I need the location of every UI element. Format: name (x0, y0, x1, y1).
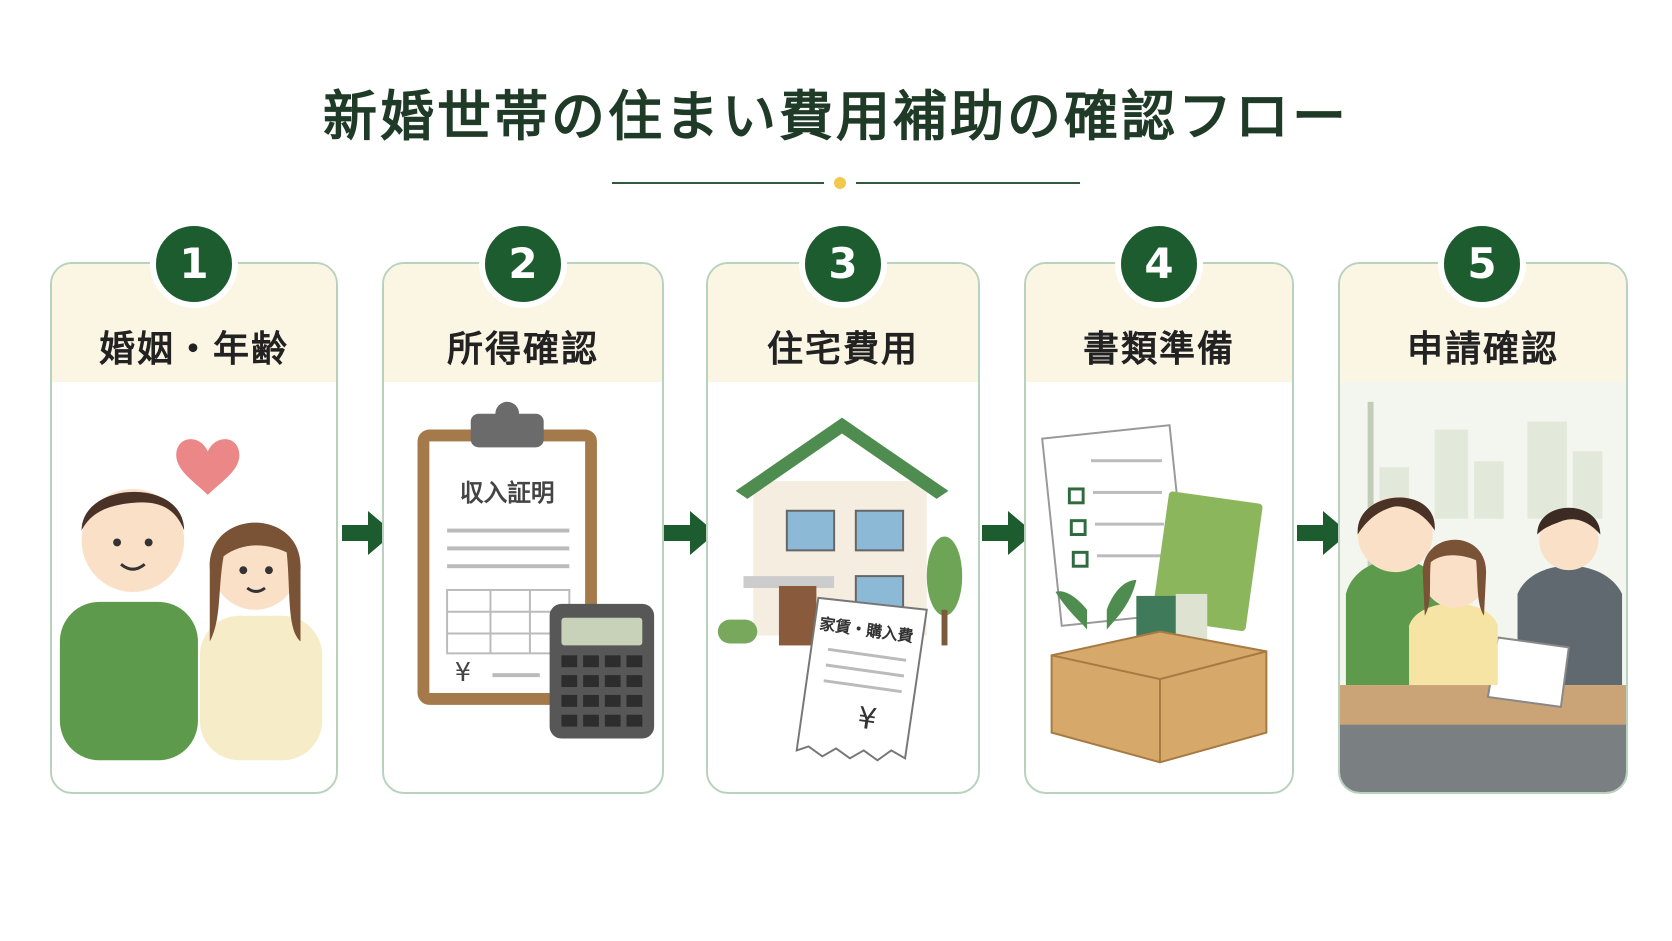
step-card-2: 所得確認 収入証明 ¥ (382, 262, 664, 794)
documents-illustration (1026, 382, 1292, 792)
yen-icon: ¥ (855, 700, 878, 737)
step-badge-4: 4 (1115, 220, 1203, 308)
title-divider-right (856, 182, 1080, 184)
title-divider-left (612, 182, 824, 184)
step-badge-3: 3 (799, 220, 887, 308)
step-title: 住宅費用 (766, 329, 919, 370)
house-icon (735, 417, 949, 499)
clipboard-illustration: 収入証明 ¥ (384, 382, 662, 792)
step-card-5: 申請確認 (1338, 262, 1628, 794)
step-card-3: 住宅費用 家賃・購入費 ¥ (706, 262, 980, 794)
step-card-4: 書類準備 (1024, 262, 1294, 794)
checkbox-icon (1071, 550, 1089, 568)
application-counter-illustration (1340, 382, 1626, 792)
page-title: 新婚世帯の住まい費用補助の確認フロー (323, 85, 1349, 148)
income-certificate-text: 収入証明 (460, 479, 555, 507)
heart-icon (176, 439, 240, 495)
step-title: 書類準備 (1082, 329, 1235, 370)
step-badge-1: 1 (150, 220, 238, 308)
step-title: 婚姻・年齢 (98, 329, 289, 370)
next-arrow-icon (340, 505, 396, 561)
title-divider-dot (834, 177, 846, 189)
checkbox-icon (1067, 487, 1085, 505)
step-title: 申請確認 (1406, 329, 1559, 370)
yen-icon: ¥ (455, 658, 471, 688)
house-illustration: 家賃・購入費 ¥ (708, 382, 978, 792)
step-title: 所得確認 (446, 329, 599, 370)
next-arrow-icon (662, 505, 718, 561)
next-arrow-icon (980, 505, 1036, 561)
receipt-icon (795, 596, 928, 762)
checkbox-icon (1069, 519, 1087, 536)
couple-illustration (52, 382, 336, 792)
step-badge-5: 5 (1438, 220, 1526, 308)
document-icon (1486, 636, 1570, 708)
next-arrow-icon (1295, 505, 1351, 561)
step-card-1: 婚姻・年齢 (50, 262, 338, 794)
step-badge-2: 2 (479, 220, 567, 308)
